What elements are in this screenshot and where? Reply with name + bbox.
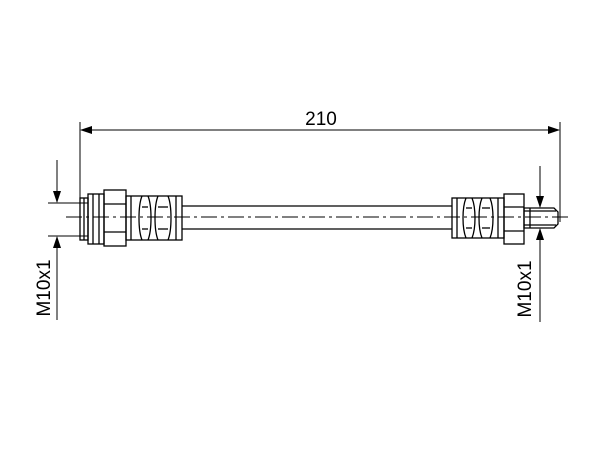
hose-body — [182, 205, 452, 230]
right-crimp-sleeve — [451, 197, 505, 239]
length-label: 210 — [305, 109, 337, 130]
length-dimension: 210 — [79, 109, 561, 238]
left-thread-dimension: M10x1 — [34, 160, 88, 320]
left-thread-label: M10x1 — [34, 259, 55, 316]
right-hex — [503, 193, 525, 245]
left-hex-nut — [103, 189, 127, 247]
right-male-thread — [523, 207, 559, 229]
left-crimp-sleeve — [125, 195, 183, 241]
left-flange — [87, 193, 105, 245]
right-fitting — [451, 193, 559, 245]
right-thread-label: M10x1 — [515, 260, 536, 317]
left-fitting — [79, 189, 183, 247]
